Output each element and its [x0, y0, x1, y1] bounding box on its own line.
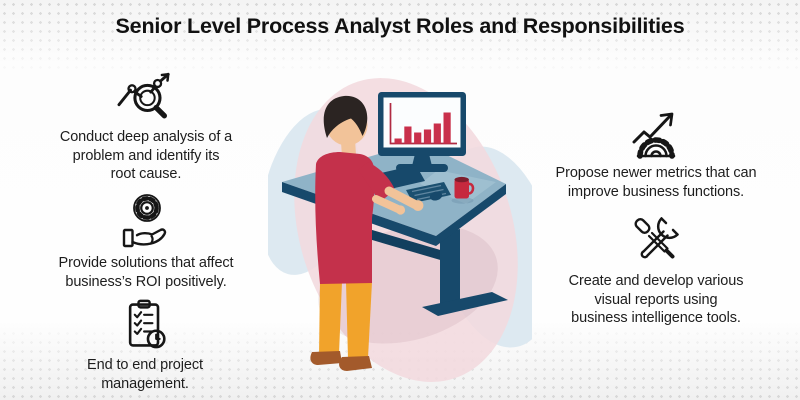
person-right-leg — [346, 282, 372, 359]
role-text-line: Provide solutions that affect — [58, 255, 234, 271]
person-shoe — [310, 351, 342, 365]
role-text-line: management. — [101, 375, 189, 392]
analyst-person — [310, 95, 424, 371]
hand-gear-icon — [28, 192, 264, 250]
person-shoe — [339, 356, 372, 371]
person-forearm — [384, 186, 420, 209]
monitor-chart-bars — [394, 112, 451, 144]
coffee-mug — [451, 176, 475, 204]
mouse — [429, 191, 443, 201]
role-text-line: End to end project — [87, 357, 203, 373]
person-shirt — [315, 152, 375, 284]
role-text-line: Propose newer metrics that can — [555, 165, 757, 181]
role-text-line: Conduct deep analysis of a — [59, 129, 233, 145]
role-text-line: improve business functions. — [567, 183, 745, 200]
role-item-project-management: End to end project management. — [30, 298, 260, 393]
role-item-solutions-roi: Provide solutions that affect business’s… — [28, 192, 264, 291]
person-hand — [412, 200, 424, 211]
role-item-deep-analysis: Conduct deep analysis of a problem and i… — [28, 68, 264, 184]
role-text-line: visual reports using — [594, 291, 718, 308]
person-forearm — [372, 195, 402, 213]
checklist-clock-icon — [30, 298, 260, 352]
crossed-tools-icon — [530, 212, 782, 268]
person-hand — [395, 205, 406, 215]
growth-arrow-gear-icon — [522, 104, 790, 160]
role-text-line: business’s ROI positively. — [65, 273, 227, 290]
analysis-magnifier-icon — [28, 68, 264, 124]
role-text-line: business intelligence tools. — [571, 310, 741, 327]
role-text-line: problem and identify its — [72, 147, 220, 164]
monitor — [378, 92, 466, 172]
person-left-leg — [319, 282, 342, 356]
analyst-at-desk-illustration — [268, 78, 532, 382]
role-item-bi-reports: Create and develop various visual report… — [530, 212, 782, 328]
role-item-newer-metrics: Propose newer metrics that can improve b… — [522, 104, 790, 201]
role-text-line: Create and develop various — [568, 273, 744, 289]
role-text-line: root cause. — [110, 166, 182, 183]
person-hair — [323, 95, 368, 138]
desk-leg-post — [440, 229, 460, 305]
page-title: Senior Level Process Analyst Roles and R… — [115, 14, 685, 38]
desk-leg-foot — [422, 292, 508, 316]
desk-front-edge — [282, 182, 506, 246]
